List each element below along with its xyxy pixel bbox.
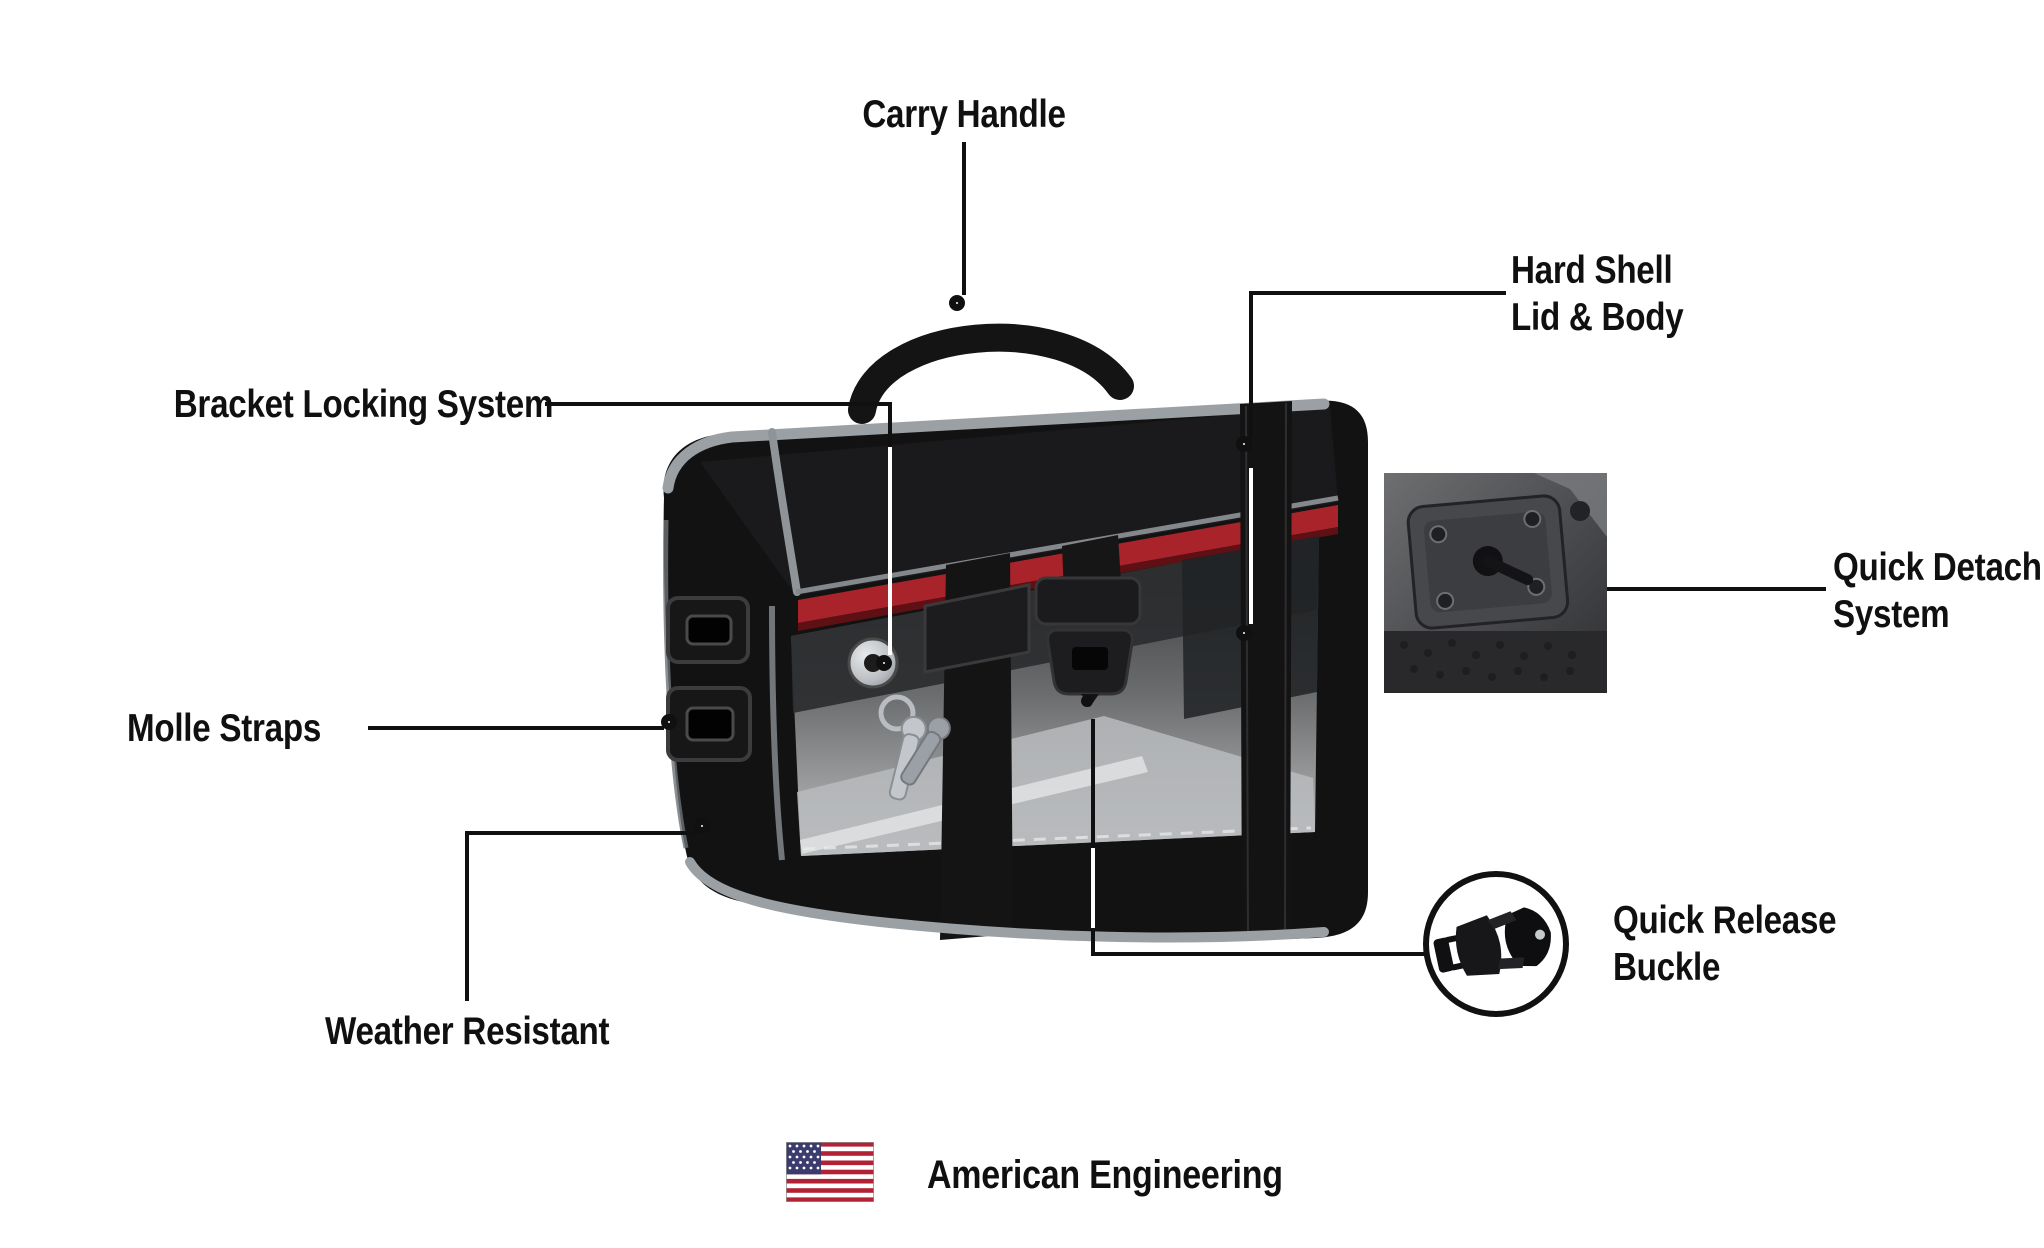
right-strap [1240,401,1292,939]
callout-line-bracket-h [545,402,892,406]
quick-detach-inset-photo [1384,473,1607,693]
label-quick-release-line1: Quick Release [1613,899,1837,942]
carry-handle-shape [848,323,1134,424]
label-hard-shell: Hard Shell Lid & Body [1511,247,1684,341]
molle-strap-loop-1 [666,596,750,664]
lid-left-piping [768,428,801,596]
lid-top-piping [662,398,1330,494]
callout-line-hard-shell-h [1251,291,1506,295]
label-hard-shell-line2: Lid & Body [1511,296,1684,339]
side-front-piping [769,605,785,861]
callout-line-quick-release-v1 [1091,719,1095,848]
label-molle-straps: Molle Straps [127,707,322,750]
callout-dot-bracket-locking [876,655,892,671]
label-quick-release: Quick Release Buckle [1613,897,1837,991]
label-hard-shell-line1: Hard Shell [1511,249,1673,292]
callout-dot-hard-shell-body [1236,625,1252,641]
callout-line-bracket-v1 [888,402,892,447]
molle-strap-loop-2 [666,686,752,762]
right-strap-edge-1 [1245,405,1249,936]
label-quick-detach-line2: System [1833,593,1950,636]
mount-plate [1406,494,1570,630]
bottom-piping [685,857,1329,943]
lock-and-keys [847,637,951,801]
callout-line-weather-v [465,831,469,1001]
window-stitching [802,826,1312,851]
label-quick-detach: Quick Detach System [1833,544,2042,638]
callout-dot-hard-shell-lid [1236,436,1252,452]
callout-dot-molle [661,714,677,730]
label-carry-handle: Carry Handle [862,93,1066,136]
us-flag-icon [786,1142,874,1202]
callout-dot-weather [694,818,710,834]
quick-release-inset-photo [1419,867,1573,1021]
buckle-keeper [1034,576,1142,626]
buckle-slot [1072,647,1108,670]
right-strap-edge-2 [1284,402,1287,936]
callout-line-hard-shell-v2 [1249,468,1253,624]
callout-line-quick-release-h [1091,952,1424,956]
left-strap-keeper [923,583,1031,674]
callout-line-carry-handle [962,142,966,295]
callout-dot-carry-handle [949,295,965,311]
label-weather-resistant: Weather Resistant [325,1010,610,1053]
lid-front-face [700,406,1338,596]
callout-line-quick-detach [1607,587,1826,591]
callout-dot-quick-release [1081,695,1093,707]
callout-line-hard-shell-v1 [1249,291,1253,439]
label-bracket-locking: Bracket Locking System [173,383,554,426]
callout-line-bracket-v2 [888,447,892,655]
callout-line-quick-release-v3 [1091,928,1095,956]
footer-american-engineering: American Engineering [927,1153,1283,1197]
callout-line-quick-release-v2 [1091,848,1095,928]
cobra-buckle-shape [1433,907,1551,976]
label-quick-release-line2: Buckle [1613,946,1721,989]
callout-line-weather-h [465,831,697,835]
callout-line-molle [368,726,664,730]
label-quick-detach-line1: Quick Detach [1833,546,2042,589]
